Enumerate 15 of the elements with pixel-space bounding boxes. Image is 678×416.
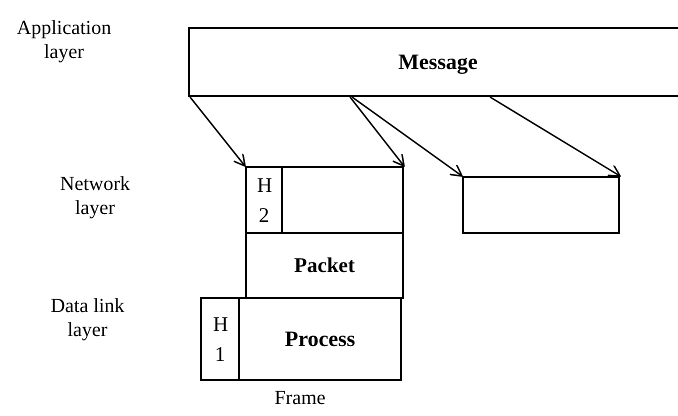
header-cell: H 2	[245, 166, 283, 234]
layer-label: Network layer	[59, 172, 131, 220]
arrow	[352, 96, 463, 177]
header-cell: H 1	[200, 297, 240, 381]
packet-box: Packet	[245, 232, 404, 299]
process-box: Process	[238, 297, 402, 381]
layer-label: Data link layer	[50, 294, 126, 342]
layer-label: Application layer	[16, 16, 112, 64]
arrow	[490, 96, 621, 177]
arrow	[349, 96, 405, 167]
fragment-box	[281, 166, 404, 234]
fragment-box	[462, 176, 620, 234]
arrow	[189, 96, 246, 167]
frame-caption: Frame	[273, 386, 327, 410]
message-box: Message	[188, 27, 678, 97]
